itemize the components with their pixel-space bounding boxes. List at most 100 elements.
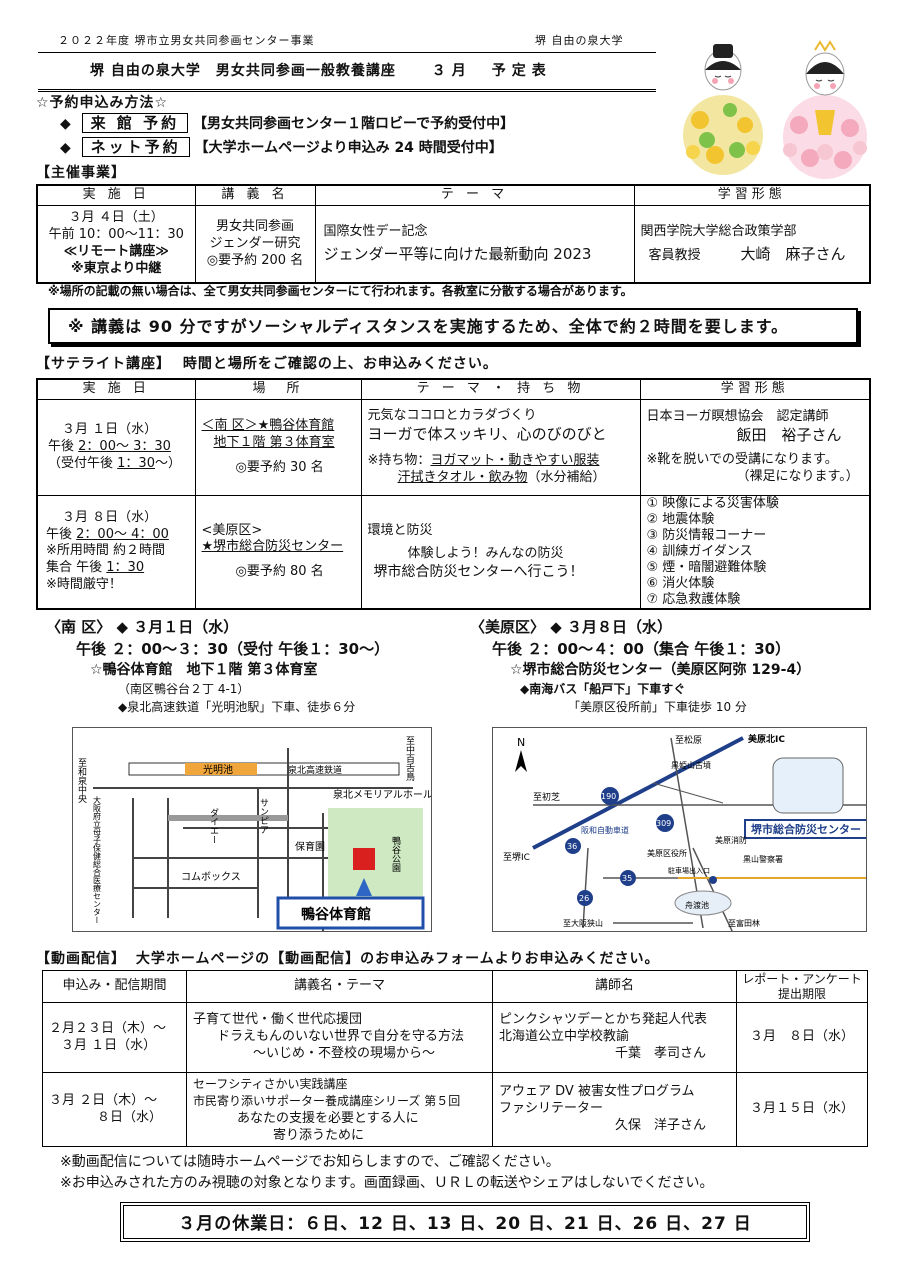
map-label-right-road: 至中百舌鳥 xyxy=(404,736,415,782)
sat-theme-sub: 環境と防災 xyxy=(367,522,433,538)
video-heading: 【動画配信】 xyxy=(36,951,126,967)
access-date: ◆ ３月１日（水） xyxy=(116,618,239,636)
sat-row2-place-cell: <美原区> ★堺市総合防災センター ◎要予約 80 名 xyxy=(194,494,362,610)
odairi-doll xyxy=(683,44,763,175)
map-label-hospital: 大阪府立母子保健総合医療センター xyxy=(93,795,102,924)
sat-date: ３月 ８日（水） xyxy=(62,509,158,525)
map-label-matsubara: 至松原 xyxy=(675,734,702,746)
video-table: 申込み・配信期間 講義名・テーマ 講師名 レポート・アンケート提出期限 ２月２３… xyxy=(42,970,868,1147)
bullet-diamond-icon: ◆ xyxy=(60,140,71,156)
lecture-line: 男女共同参画 xyxy=(215,218,294,234)
col-deadline: レポート・アンケート提出期限 xyxy=(736,970,868,1003)
sat-place: ＜南 区＞★鴨谷体育館 xyxy=(201,418,335,434)
map-label-park: 鴨谷公園 xyxy=(390,835,401,873)
duration-banner: ※ 講義は 90 分ですがソーシャルディスタンスを実施するため、全体で約２時間を… xyxy=(48,308,858,344)
reception-prefix: （受付午後 xyxy=(48,455,114,471)
satellite-heading: 【サテライト講座】 xyxy=(36,356,171,372)
map-label-sakai-ic: 至堺IC xyxy=(503,851,530,863)
instructor-line: 北海道公立中学校教諭 xyxy=(499,1029,630,1045)
col-lecture: 講 義 名 xyxy=(194,184,316,206)
sat-theme-main: 体験しよう！みんなの防災 xyxy=(407,545,564,561)
sat-theme-main: ヨーガで体スッキリ、心のびのびと xyxy=(367,425,607,444)
lecture-line: ジェンダー研究 xyxy=(209,235,301,251)
reception-suffix: ～） xyxy=(154,455,181,471)
video-theme-line: 市民寄り添いサポーター養成講座シリーズ 第５回 xyxy=(193,1093,461,1108)
reservation-item-visit: ◆ 来 館 予約 【男女共同参画センター１階ロビーで予約受付中】 xyxy=(60,113,514,134)
strict-note: ※時間厳守！ xyxy=(46,577,122,593)
col-place: 場 所 xyxy=(194,378,362,400)
title-right: ３月 予定表 xyxy=(431,63,552,79)
map-label-mihara-ic: 美原北IC xyxy=(748,733,785,745)
access-time: 午後 ２：00～３：30（受付 午後１：30～） xyxy=(76,640,390,658)
organization-line: ２０２２年度 堺市立男女共同参画センター事業 xyxy=(58,34,315,47)
video-deadline: ３月 ８日（水） xyxy=(736,1002,868,1073)
video-note-2: ※お申込みされた方のみ視聴の対象となります。画面録画、ＵＲＬの転送やシェアはしな… xyxy=(60,1175,714,1191)
sat-theme-main-2: 堺市総合防災センターへ行こう！ xyxy=(373,563,584,580)
video-theme-main: あなたの支援を必要とする人に xyxy=(237,1110,419,1126)
sat-row1-theme-cell: 元気なココロとカラダづくり ヨーガで体スッキリ、心のびのびと ※持ち物：ヨガマッ… xyxy=(360,398,641,496)
instructor-affiliation: 日本ヨーガ瞑想協会 認定講師 xyxy=(646,409,829,425)
meet-prefix: 集合 午後 xyxy=(46,560,103,576)
access-place: ☆堺市総合防災センター（美原区阿弥 129-4） xyxy=(510,662,811,678)
access-address: （南区鴨谷台２丁 4-1） xyxy=(118,682,250,696)
experience-item: ⑥ 消火体験 xyxy=(646,575,715,591)
sat-place-room: 地下１階 第３体育室 xyxy=(213,434,335,450)
period-end: ８日（水） xyxy=(97,1109,163,1125)
route-190-icon: 190 xyxy=(601,792,616,801)
reception-time: 1：30 xyxy=(117,455,155,471)
map-label-left-road: 至和泉中央 xyxy=(76,758,87,804)
map-label-pond: 舟渡池 xyxy=(685,900,709,910)
closed-days-box: ３月の休業日：６日、12 日、13 日、20 日、21 日、26 日、27 日 xyxy=(120,1202,810,1242)
map-disaster-center: N 190 309 36 35 26 堺市総合防災センター 至松原 美原北IC … xyxy=(492,727,867,932)
satellite-subheading: 時間と場所をご確認の上、お申込みください。 xyxy=(182,356,498,372)
map-label-gym: 鴨谷体育館 xyxy=(301,906,371,923)
university-name: 堺 自由の泉大学 xyxy=(535,34,624,47)
reservation-item-net: ◆ ネット予約 【大学ホームページより申込み 24 時間受付中】 xyxy=(60,137,503,158)
time-prefix: 午後 xyxy=(46,526,73,542)
time-prefix: 午後 xyxy=(48,438,75,454)
video-row2-instructor: アウェア DV 被害女性プログラム ファシリテーター 久保 洋子さん xyxy=(492,1072,737,1147)
ohina-doll xyxy=(783,40,867,179)
map-kamotani-gym: 光明池 泉北高速鉄道 鴨谷体育館 至和泉中央 至中百舌鳥 大阪府立母子保健総合医… xyxy=(72,727,432,932)
route-36-icon: 36 xyxy=(567,842,577,851)
map-label-ward-office: 美原区役所 xyxy=(647,848,687,858)
map-label-kurohime: 黒姫山古墳 xyxy=(671,760,711,770)
map-label-entrance: 駐車場出入口 xyxy=(668,866,710,875)
map-label-tondabayashi: 至富田林 xyxy=(728,918,760,928)
col-deadline-2: 提出期限 xyxy=(777,986,826,1001)
location-pointer-icon xyxy=(356,878,372,896)
hina-dolls-illustration xyxy=(683,40,867,179)
col-style: 学習形態 xyxy=(639,378,871,400)
instructor-line: ファシリテーター xyxy=(499,1101,604,1117)
instructor-name: 千葉 孝司さん xyxy=(615,1045,707,1061)
video-row1-theme: 子育て世代・働く世代応援団 ドラえもんのいない世界で自分を守る方法 ～いじめ・不… xyxy=(186,1002,493,1073)
map-label-police: 黒山警察署 xyxy=(743,854,783,864)
map-label-sanpia: サンピア xyxy=(258,798,269,834)
sat-row1-style-cell: 日本ヨーガ瞑想協会 認定講師 飯田 裕子さん ※靴を脱いでの受講になります。 （… xyxy=(639,398,871,496)
sat-duration: ※所用時間 約２時間 xyxy=(46,543,166,559)
access-date: ◆ ３月８日（水） xyxy=(550,618,673,636)
map-label-hatsushiba: 至初芝 xyxy=(533,791,560,803)
video-theme-main-2: 寄り添うために xyxy=(273,1127,365,1143)
theme-main: ジェンダー平等に向けた最新動向 2023 xyxy=(323,244,592,263)
period-end: ３月 １日（水） xyxy=(61,1037,157,1053)
visit-reservation-label: 来 館 予約 xyxy=(81,113,189,133)
sat-row2-theme-cell: 環境と防災 体験しよう！みんなの防災 堺市総合防災センターへ行こう！ xyxy=(360,494,641,610)
sat-capacity: ◎要予約 80 名 xyxy=(235,564,324,580)
instructor-title: 客員教授 xyxy=(648,247,701,263)
access-right-title: 〈美原区〉 ◆ ３月８日（水） xyxy=(470,618,672,638)
access-route: ◆泉北高速鉄道「光明池駅」下車、徒歩６分 xyxy=(118,700,356,714)
items-list-1: ヨガマット・動きやすい服装 xyxy=(430,452,600,468)
col-deadline-1: レポート・アンケート xyxy=(742,972,862,987)
reservation-heading: ☆予約申込み方法☆ xyxy=(36,95,169,111)
map-label-daiei: ダイエー xyxy=(208,807,219,844)
video-theme-sub: ～いじめ・不登校の現場から～ xyxy=(253,1045,436,1061)
title-left: 堺 自由の泉大学 男女共同参画一般教養講座 xyxy=(90,63,396,79)
sat-area: <美原区> xyxy=(201,522,263,538)
sat-time: 2：00～ 3：30 xyxy=(78,438,171,454)
access-place: ☆鴨谷体育館 地下１階 第３体育室 xyxy=(90,662,318,678)
main-date: ３月 ４日（土） xyxy=(68,210,164,226)
gym-marker-icon xyxy=(353,848,375,870)
meet-time: 1：30 xyxy=(106,560,145,576)
col-theme: テ ー マ xyxy=(314,184,635,206)
